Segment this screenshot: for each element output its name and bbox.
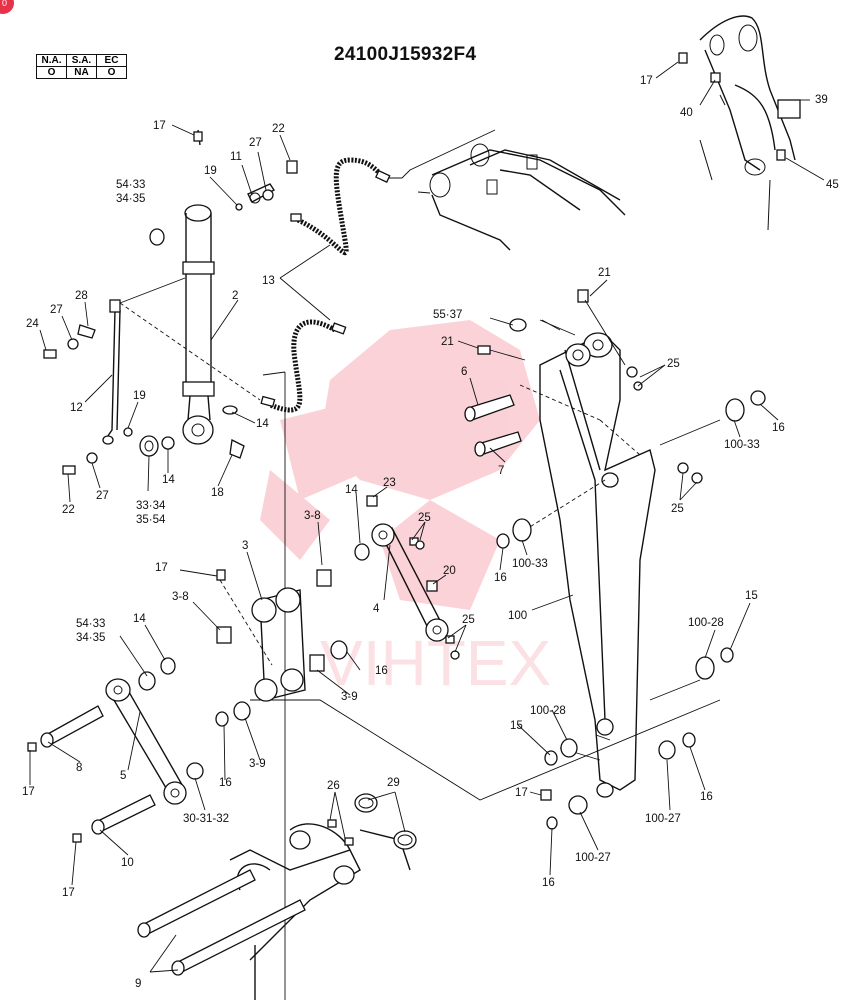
code-value-sa: NA [66, 66, 97, 79]
callout-4: 4 [373, 603, 380, 615]
callout-22: 22 [62, 504, 75, 516]
callout-40: 40 [680, 107, 693, 119]
callout-24: 24 [26, 318, 39, 330]
callout-10: 10 [121, 857, 134, 869]
callout-26: 26 [327, 780, 340, 792]
callout-100-28: 100-28 [688, 617, 724, 629]
callout-17: 17 [153, 120, 166, 132]
callout-17: 17 [640, 75, 653, 87]
callout-100-28: 100-28 [530, 705, 566, 717]
callout-29: 29 [387, 777, 400, 789]
callout-16: 16 [700, 791, 713, 803]
watermark-logo [260, 320, 540, 610]
callout-34-35: 34·35 [116, 193, 145, 205]
callout-3-8: 3-8 [172, 591, 189, 603]
callout-100-27: 100-27 [645, 813, 681, 825]
callout-17: 17 [155, 562, 168, 574]
callout-11: 11 [230, 151, 242, 163]
callout-100-33: 100-33 [512, 558, 548, 570]
callout-7: 7 [498, 465, 504, 477]
callout-15: 15 [745, 590, 758, 602]
callout-12: 12 [70, 402, 83, 414]
callout-14: 14 [162, 474, 175, 486]
callout-3: 3 [242, 540, 248, 552]
callout-3-8: 3-8 [304, 510, 321, 522]
callout-19: 19 [133, 390, 146, 402]
callout-16: 16 [219, 777, 232, 789]
callout-25: 25 [418, 512, 431, 524]
callout-15: 15 [510, 720, 523, 732]
link-4 [330, 495, 460, 660]
callout-28: 28 [75, 290, 88, 302]
callout-16: 16 [494, 572, 507, 584]
bucket-bracket [137, 793, 417, 1000]
callout-27: 27 [249, 137, 262, 149]
callout-16: 16 [772, 422, 785, 434]
callout-14: 14 [133, 613, 146, 625]
callout-27: 27 [50, 304, 63, 316]
corner-badge: 0 [0, 0, 14, 14]
callout-25: 25 [667, 358, 680, 370]
callout-45: 45 [826, 179, 839, 191]
callout-14: 14 [345, 484, 358, 496]
callout-16: 16 [542, 877, 555, 889]
callout-100-33: 100-33 [724, 439, 760, 451]
callout-16: 16 [375, 665, 388, 677]
callout-30-31-32: 30-31-32 [183, 813, 229, 825]
callout-27: 27 [96, 490, 109, 502]
callout-54-33: 54·33 [116, 179, 145, 191]
link-3 [138, 569, 332, 727]
callout-34-35: 34·35 [76, 632, 105, 644]
callout-23: 23 [383, 477, 396, 489]
callout-18: 18 [211, 487, 224, 499]
callout-3-9: 3-9 [249, 758, 266, 770]
callout-5: 5 [120, 770, 126, 782]
callout-17: 17 [22, 786, 35, 798]
part-number-title: 24100J15932F4 [334, 44, 477, 65]
callout-2: 2 [232, 290, 238, 302]
callout-100-27: 100-27 [575, 852, 611, 864]
pins-6-7 [464, 289, 766, 549]
callout-17: 17 [515, 787, 528, 799]
callout-35-54: 35·54 [136, 514, 166, 526]
boom-background [388, 129, 626, 251]
callout-17: 17 [62, 887, 75, 899]
callout-33-34: 33·34 [136, 500, 166, 512]
callout-8: 8 [76, 762, 82, 774]
callout-22: 22 [272, 123, 285, 135]
callout-20: 20 [443, 565, 456, 577]
callout-6: 6 [461, 366, 467, 378]
callout-21: 21 [598, 267, 611, 279]
cylinder-2 [182, 204, 245, 459]
callout-19: 19 [204, 165, 217, 177]
callout-100: 100 [508, 610, 527, 622]
callout-25: 25 [671, 503, 684, 515]
callout-3-9: 3-9 [341, 691, 358, 703]
arm-100 [519, 319, 656, 798]
arm-lower-parts [540, 647, 734, 830]
callout-13: 13 [262, 275, 275, 287]
callout-55-37: 55·37 [433, 309, 462, 321]
callout-14: 14 [256, 418, 269, 430]
top-right-detail [655, 15, 825, 231]
callout-25: 25 [462, 614, 475, 626]
callout-labels: 17 54·33 34·35 19 11 27 22 13 2 24 27 28… [22, 75, 839, 990]
callout-39: 39 [815, 94, 828, 106]
code-value-ec: O [96, 66, 127, 79]
callout-54-33: 54·33 [76, 618, 105, 630]
callout-21: 21 [441, 336, 454, 348]
callout-9: 9 [135, 978, 141, 990]
model-code-table: N.A. S.A. EC O NA O [36, 54, 127, 79]
hose-13 [260, 157, 391, 413]
cylinder-small-parts [149, 129, 298, 246]
callout-leaders [29, 124, 779, 973]
link-5-pins [27, 678, 204, 843]
pipe-12 [43, 277, 261, 475]
corner-badge-text: 0 [2, 0, 8, 8]
